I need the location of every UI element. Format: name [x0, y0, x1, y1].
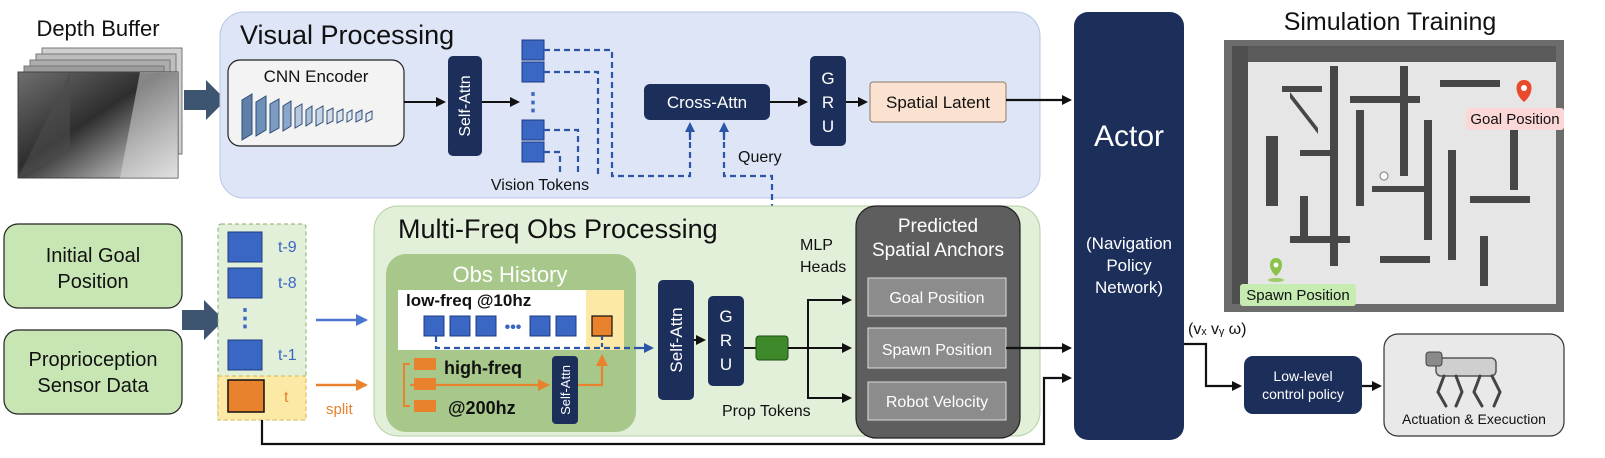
anchor-spawn-box: [867, 327, 1007, 369]
anchor-velocity-box: [867, 381, 1007, 421]
lowfreq-current-token: [591, 315, 613, 337]
actor-box: [1074, 12, 1184, 440]
stack-frame-t9: [227, 231, 263, 263]
stack-to-actor-bottom-line: [260, 373, 1072, 446]
depth-buffer-title: Depth Buffer: [36, 16, 159, 41]
depth-buffer-stack: [17, 47, 183, 179]
highfreq-rate: @200hz: [448, 398, 516, 418]
vision-gru-r: R: [822, 93, 834, 112]
cross-attn-label: Cross-Attn: [667, 93, 747, 112]
prop-gru-u: U: [720, 355, 732, 374]
split-label: split: [326, 401, 354, 418]
stack-frame-t1: [227, 339, 263, 371]
goal-position-pill: [1466, 108, 1564, 130]
initial-goal-box: [3, 223, 183, 309]
actor-subtitle-line3: Network): [1095, 278, 1163, 297]
highfreq-out-arrow: [578, 354, 608, 387]
goal-marker-icon: [1516, 80, 1532, 102]
query-label: Query: [738, 149, 782, 166]
vision-tokens-label: Vision Tokens: [491, 177, 589, 194]
stack-label-t8: t-8: [278, 275, 297, 292]
spawn-position-pill: [1240, 284, 1356, 306]
mlp-heads-line1: MLP: [800, 237, 833, 254]
anchors-title-line1: Predicted: [898, 216, 978, 237]
lowfreq-tokens: [423, 315, 577, 337]
depth-to-cnn-arrow: [184, 80, 226, 120]
mlp-head-arrows: [788, 295, 852, 403]
stack-frame-t8: [227, 267, 263, 299]
vision-self-attn-box: [448, 56, 482, 156]
proprioception-box: [3, 329, 183, 415]
anchors-panel: [855, 205, 1021, 439]
highfreq-self-attn-label: Self-Attn: [558, 365, 573, 415]
obs-history-title: Obs History: [453, 262, 568, 287]
prop-gru-r: R: [720, 331, 732, 350]
cross-attn-box: [644, 84, 770, 120]
stack-frame-t: [227, 379, 265, 413]
vision-token-dots: ⋮: [521, 89, 545, 116]
low-level-line1: Low-level: [1273, 368, 1332, 384]
lowfreq-dots: •••: [505, 319, 522, 336]
vision-self-attn-label: Self-Attn: [457, 75, 474, 136]
initial-goal-line2: Position: [57, 271, 128, 293]
anchor-spawn-label: Spawn Position: [882, 342, 992, 359]
spatial-latent-box: [869, 81, 1007, 123]
lowfreq-dashed-link: [434, 336, 650, 350]
actor-title: Actor: [1094, 120, 1164, 153]
actor-to-lowlevel-arrow: [1184, 342, 1242, 391]
mlp-heads-line2: Heads: [800, 259, 846, 276]
anchors-title-line2: Spatial Anchors: [872, 240, 1004, 261]
cnn-layer-icons: [241, 93, 373, 141]
stack-dots: ⋮: [233, 305, 257, 332]
anchor-velocity-label: Robot Velocity: [886, 394, 988, 411]
spatial-latent-label: Spatial Latent: [886, 93, 990, 112]
velocity-output-label: (vₓ vᵧ ω): [1188, 321, 1246, 338]
highfreq-self-attn-box: [552, 356, 578, 424]
inputs-to-stack-arrow: [182, 300, 224, 340]
prop-token: [755, 335, 789, 361]
proprioception-line1: Proprioception: [29, 349, 158, 371]
spawn-marker-icon: [1268, 258, 1284, 282]
sim-spawn-label: Spawn Position: [1246, 287, 1349, 304]
low-level-line2: control policy: [1262, 386, 1344, 402]
anchor-goal-box: [867, 277, 1007, 317]
sim-title: Simulation Training: [1284, 8, 1497, 36]
vision-gru-g: G: [821, 69, 834, 88]
proprioception-line2: Sensor Data: [37, 375, 149, 397]
prop-tokens-label: Prop Tokens: [722, 403, 811, 420]
prop-gru-g: G: [719, 307, 732, 326]
token-dashed-links: [544, 48, 692, 178]
prop-self-attn-box: [658, 280, 694, 400]
highfreq-brace: [403, 363, 410, 407]
actor-subtitle-line1: (Navigation: [1086, 234, 1172, 253]
cnn-encoder-label: CNN Encoder: [264, 67, 369, 86]
sim-goal-label: Goal Position: [1470, 111, 1559, 128]
stack-label-t1: t-1: [278, 347, 297, 364]
stack-label-t9: t-9: [278, 239, 297, 256]
anchor-goal-label: Goal Position: [889, 290, 984, 307]
robot-dog-icon: [1425, 351, 1502, 408]
stack-label-t: t: [284, 389, 289, 406]
vision-gru-box: [810, 56, 846, 146]
actor-subtitle-line2: Policy: [1106, 256, 1152, 275]
low-level-policy-box: [1244, 356, 1362, 414]
prop-gru-box: [708, 296, 744, 386]
initial-goal-line1: Initial Goal: [46, 245, 141, 267]
lowfreq-label: low-freq @10hz: [406, 291, 531, 310]
multifreq-title: Multi-Freq Obs Processing: [398, 214, 718, 244]
highfreq-label: high-freq: [444, 358, 522, 378]
sim-maze-image: [1224, 40, 1564, 312]
actuation-label: Actuation & Execuction: [1402, 411, 1546, 427]
vision-gru-u: U: [822, 117, 834, 136]
prop-self-attn-label: Self-Attn: [667, 307, 686, 372]
visual-processing-title: Visual Processing: [240, 20, 454, 50]
